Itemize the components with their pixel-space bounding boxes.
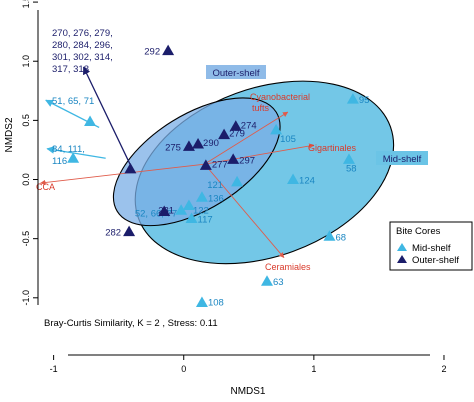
outer-shelf-point-277	[199, 159, 212, 170]
mid-shelf-point-label-0: 95	[359, 95, 370, 106]
legend-outer-shelf-label: Outer-shelf	[412, 255, 459, 266]
mid-shelf-point-label-8: 117	[198, 215, 213, 226]
y-tick-label-2: 0.0	[21, 173, 31, 186]
legend-outer-shelf-marker	[397, 255, 407, 263]
x-tick-label-3: 2	[441, 364, 446, 374]
mid-shelf-point-63	[261, 275, 274, 286]
outer-shelf-point-label-6: 277	[212, 159, 228, 170]
vector-label-cca: CCA	[36, 182, 55, 192]
mid-shelf-point-122	[182, 199, 195, 211]
vector-cyanobacterial-tufts	[204, 111, 289, 165]
label-leader-6	[82, 66, 133, 168]
outer-shelf-point-label-9: 282	[105, 228, 121, 239]
mid-shelf-point-52-66-77	[175, 204, 188, 215]
vector-gigartinales	[204, 143, 315, 165]
stress-annotation: Bray-Curtis Similarity, K = 2 , Stress: …	[44, 318, 218, 329]
x-tick-label-0: -1	[50, 364, 58, 374]
outer-shelf-point-279	[218, 128, 231, 140]
outer-shelf-point-297	[227, 153, 240, 164]
outer-shelf-point-label-8: 281	[158, 205, 174, 216]
legend-title: Bite Cores	[396, 226, 441, 237]
y-tick-label-3: 0.5	[21, 114, 31, 127]
mid-shelf-point-label-9: 68	[335, 232, 346, 243]
outer-shelf-label-box	[206, 65, 266, 79]
vector-label-gigartinales: Gigartinales	[308, 143, 357, 153]
mid-shelf-point-117	[185, 212, 198, 224]
y-tick-label-4: 1.0	[21, 55, 31, 68]
mid-shelf-point-label-10: 63	[273, 277, 284, 288]
vector-ceramiales	[204, 163, 285, 258]
y-tick-label-0: -1.0	[21, 290, 31, 306]
outer-shelf-point-290	[192, 138, 205, 149]
mid-shelf-point-label-13: 84, 111,116	[52, 144, 85, 167]
mid-shelf-ellipse-label: Mid-shelf	[383, 154, 422, 165]
mid-shelf-point-121	[231, 175, 244, 187]
y-ticks: -1.0 -0.5 0.0 0.5 1.0 1.5	[21, 0, 38, 306]
x-tick-label-1: 0	[181, 364, 186, 374]
outer-shelf-point-label-5: 297	[239, 155, 255, 166]
mid-shelf-point-label-12: 51, 65, 71	[52, 96, 94, 107]
y-tick-label-1: -0.5	[21, 231, 31, 247]
mid-shelf-point-label-3: 121	[207, 180, 223, 191]
outer-shelf-point-label-7: 270, 276, 279,280, 284, 296,301, 302, 31…	[52, 28, 113, 75]
label-leader-5	[46, 146, 106, 159]
mid-shelf-point-95	[346, 93, 359, 104]
mid-shelf-point-84-111-116	[67, 152, 80, 163]
legend-mid-shelf-marker	[397, 243, 407, 251]
vector-cca	[40, 163, 205, 186]
x-axis-label: NMDS1	[230, 386, 265, 397]
legend: Bite Cores Mid-shelf Outer-shelf	[389, 221, 473, 271]
mid-shelf-point-136	[195, 191, 208, 202]
outer-shelf-point-274	[229, 120, 242, 131]
legend-mid-shelf-label: Mid-shelf	[412, 243, 451, 254]
mid-shelf-point-label-7: 52, 66, 77	[135, 208, 177, 219]
mid-shelf-point-108	[195, 296, 208, 308]
outer-shelf-point-label-1: 274	[241, 120, 257, 131]
outer-shelf-point-label-2: 279	[229, 129, 245, 140]
y-axis-label: NMDS2	[4, 117, 15, 152]
outer-shelf-point-292	[162, 44, 175, 56]
outer-shelf-point-270-276-279-280-28	[124, 162, 137, 174]
y-tick-label-5: 1.5	[21, 0, 31, 8]
x-tick-label-2: 1	[311, 364, 316, 374]
mid-shelf-point-label-5: 136	[208, 193, 224, 204]
mid-shelf-point-51-65-71	[84, 115, 97, 127]
mid-shelf-point-68	[323, 230, 336, 241]
mid-shelf-point-105	[270, 123, 283, 135]
mid-shelf-point-124	[287, 173, 300, 185]
mid-shelf-point-label-11: 108	[208, 298, 224, 309]
vector-label-ceramiales: Ceramiales	[265, 262, 311, 272]
point-layer: 95 105 58 121 124 136 122 52, 66, 77 117 68 63 108 5…	[52, 28, 369, 309]
mid-shelf-point-label-4: 124	[299, 176, 315, 187]
outer-shelf-point-label-3: 275	[165, 142, 181, 153]
mid-shelf-label-box	[376, 151, 428, 165]
axes: -1.0 -0.5 0.0 0.5 1.0 1.5 -1 0 1 2 NMDS2 NMDS1	[4, 0, 446, 397]
mid-shelf-point-label-2: 58	[346, 163, 357, 174]
mid-shelf-point-label-1: 105	[280, 134, 296, 145]
outer-shelf-point-label-0: 292	[144, 47, 160, 58]
outer-shelf-point-282	[123, 225, 136, 237]
group-labels: Outer-shelf Mid-shelf	[206, 65, 428, 165]
x-ticks: -1 0 1 2	[50, 355, 446, 374]
outer-shelf-point-275	[182, 140, 195, 151]
ellipse-layer	[112, 80, 395, 265]
outer-shelf-ellipse-label: Outer-shelf	[213, 68, 260, 79]
mid-shelf-point-label-6: 122	[193, 206, 209, 217]
outer-shelf-point-label-4: 290	[203, 138, 219, 149]
mid-shelf-point-58	[342, 153, 355, 164]
outer-shelf-point-281	[158, 205, 171, 216]
